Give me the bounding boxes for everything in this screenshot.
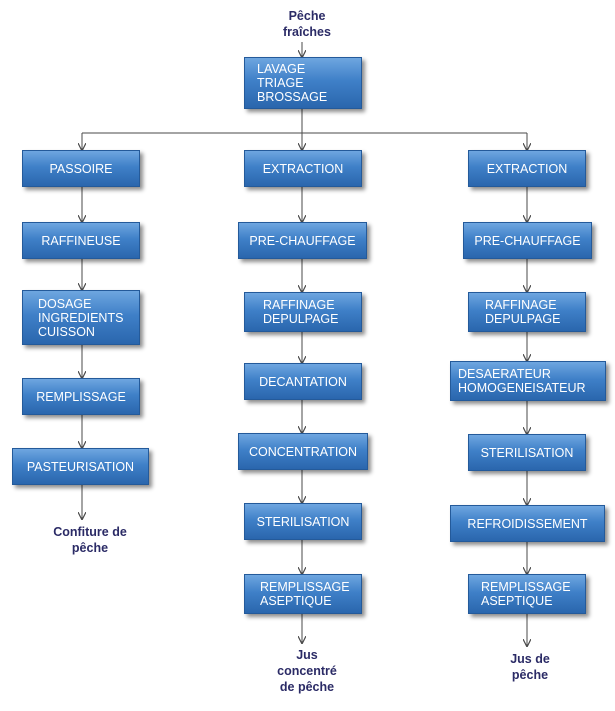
step-label-line: REMPLISSAGE [481, 580, 571, 594]
step-label-line: ASEPTIQUE [481, 594, 553, 608]
step-dosage-ingredients-cuisson: DOSAGE INGREDIENTS CUISSON [22, 290, 140, 345]
step-sterilisation: STERILISATION [468, 434, 586, 471]
output-line: pêche [511, 668, 549, 682]
step-label-line: PRE-CHAUFFAGE [249, 233, 356, 248]
step-label-line: CUISSON [38, 324, 95, 339]
step-lavage-triage-brossage: LAVAGE TRIAGE BROSSAGE [244, 57, 362, 109]
step-label-line: REMPLISSAGE [36, 389, 126, 404]
step-label-line: DESAERATEUR [458, 367, 551, 381]
step-remplissage: REMPLISSAGE [22, 378, 140, 415]
input-label-line-2: fraîches [283, 25, 331, 39]
step-remplissage-aseptique: REMPLISSAGE ASEPTIQUE [244, 574, 362, 614]
output-jus-concentre: Jus concentré de pêche [262, 647, 352, 695]
step-label-line: CONCENTRATION [248, 444, 358, 459]
step-label-line: DOSAGE [38, 296, 92, 311]
step-label-line: RAFFINAGE [485, 298, 557, 312]
step-label-line: STERILISATION [256, 514, 350, 529]
step-concentration: CONCENTRATION [238, 433, 368, 470]
step-label-line: REFROIDISSEMENT [467, 516, 588, 531]
step-label-line: RAFFINAGE [263, 298, 335, 312]
step-label-line: EXTRACTION [262, 161, 344, 176]
step-label-line: RAFFINEUSE [41, 233, 121, 248]
step-raffinage-depulpage: RAFFINAGE DEPULPAGE [244, 292, 362, 332]
input-label: Pêche fraîches [262, 8, 352, 40]
output-line: de pêche [279, 680, 335, 694]
input-label-line-1: Pêche [288, 9, 326, 23]
step-sterilisation: STERILISATION [244, 503, 362, 540]
step-remplissage-aseptique: REMPLISSAGE ASEPTIQUE [468, 574, 586, 614]
step-raffineuse: RAFFINEUSE [22, 222, 140, 259]
step-label-line: HOMOGENEISATEUR [458, 381, 586, 395]
step-label-line: TRIAGE [257, 76, 304, 90]
output-line: Jus [296, 648, 318, 662]
step-label-line: DECANTATION [259, 374, 347, 389]
step-passoire: PASSOIRE [22, 150, 140, 187]
output-jus-de-peche: Jus de pêche [485, 651, 575, 683]
step-label-line: LAVAGE [257, 62, 306, 76]
output-line: Jus de [510, 652, 550, 666]
step-raffinage-depulpage: RAFFINAGE DEPULPAGE [468, 292, 586, 332]
step-label-line: DEPULPAGE [485, 312, 561, 326]
step-extraction: EXTRACTION [468, 150, 586, 187]
step-label-line: BROSSAGE [257, 90, 328, 104]
step-label-line: REMPLISSAGE [260, 580, 350, 594]
output-confiture: Confiture de pêche [30, 524, 150, 556]
output-line: pêche [71, 541, 109, 555]
step-label-line: STERILISATION [480, 445, 574, 460]
step-refroidissement: REFROIDISSEMENT [450, 505, 605, 542]
step-desaerateur-homogeneisateur: DESAERATEUR HOMOGENEISATEUR [450, 361, 606, 401]
output-line: Confiture de [53, 525, 127, 539]
step-label-line: ASEPTIQUE [260, 594, 332, 608]
step-pre-chauffage: PRE-CHAUFFAGE [463, 222, 592, 259]
step-label-line: EXTRACTION [486, 161, 568, 176]
step-label-line: INGREDIENTS [38, 310, 124, 325]
step-label-line: PASTEURISATION [26, 459, 135, 474]
step-pasteurisation: PASTEURISATION [12, 448, 149, 485]
step-label-line: PASSOIRE [49, 161, 113, 176]
step-extraction: EXTRACTION [244, 150, 362, 187]
output-line: concentré [277, 664, 337, 678]
step-pre-chauffage: PRE-CHAUFFAGE [238, 222, 367, 259]
step-decantation: DECANTATION [244, 363, 362, 400]
step-label-line: PRE-CHAUFFAGE [474, 233, 581, 248]
step-label-line: DEPULPAGE [263, 312, 339, 326]
